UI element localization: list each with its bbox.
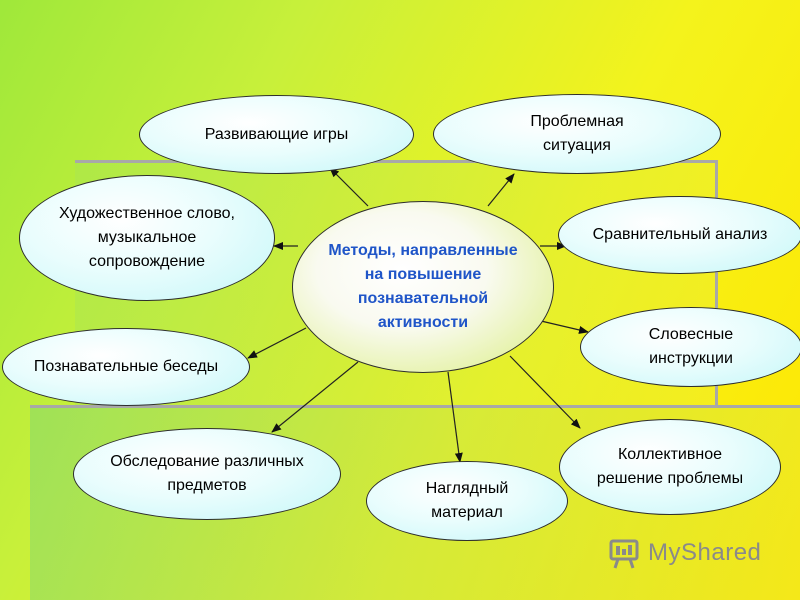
center-label: Методы, направленные на повышение познав… (328, 242, 518, 331)
projector-screen-icon (609, 539, 639, 569)
node-naglyadnyi-material: Наглядный материал (366, 461, 568, 541)
myshared-logo: MyShared (608, 536, 761, 570)
arrow-to-problemnaya-situatsiya (487, 173, 515, 207)
node-label: Проблемная ситуация (530, 113, 624, 154)
node-poznavatelnye-besedy: Познавательные беседы (2, 328, 250, 406)
node-problemnaya-situatsiya: Проблемная ситуация (433, 94, 721, 174)
node-kollektivnoe-reshenie: Коллективное решение проблемы (559, 419, 781, 515)
node-label: Развивающие игры (204, 125, 349, 143)
arrow-to-naglyadnyi-material (447, 371, 463, 463)
node-label: Словесные инструкции (648, 326, 734, 367)
node-label: Коллективное решение проблемы (596, 446, 744, 487)
node-label: Познавательные беседы (33, 358, 219, 375)
watermark-text: MyShared (648, 539, 762, 566)
node-label: Обследование различных предметов (110, 453, 304, 494)
node-label: Наглядный материал (425, 480, 509, 521)
node-slovesnye-instruktsii: Словесные инструкции (580, 307, 800, 387)
arrow-to-slovesnye-instruktsii (540, 320, 589, 334)
node-label: Художественное слово, музыкальное сопров… (59, 205, 235, 270)
arrow-to-razvivayushchie-igry (329, 167, 369, 207)
node-khudozhestvennoe-slovo: Художественное слово, музыкальное сопров… (19, 175, 275, 301)
arrow-to-obsledovanie (271, 361, 359, 433)
arrow-to-poznavatelnye-besedy (247, 327, 307, 359)
node-razvivayushchie-igry: Развивающие игры (139, 95, 414, 174)
arrow-to-kollektivnoe-reshenie (509, 355, 581, 429)
node-label: Сравнительный анализ (592, 226, 768, 243)
node-obsledovanie-predmetov: Обследование различных предметов (73, 428, 341, 520)
center-node-methods: Методы, направленные на повышение познав… (292, 201, 554, 373)
node-sravnitelnyi-analiz: Сравнительный анализ (558, 196, 800, 274)
